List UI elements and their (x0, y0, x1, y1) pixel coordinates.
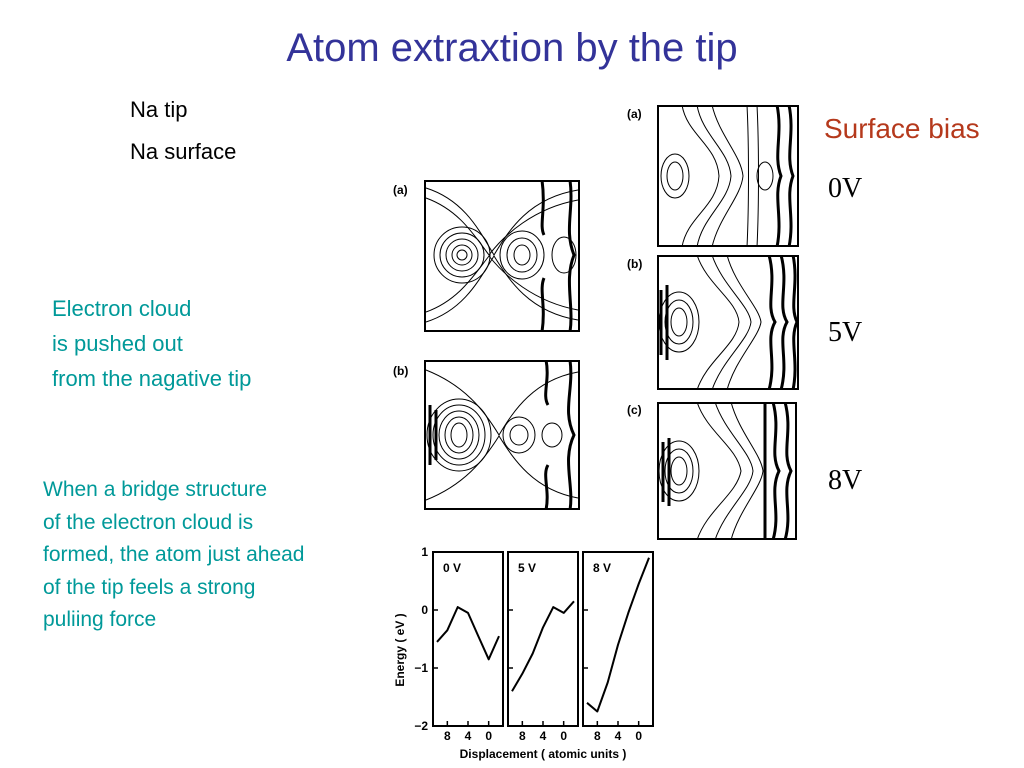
x-tick-label: 8 (444, 729, 451, 743)
left-panel-b-label: (b) (393, 364, 409, 378)
y-tick-label: 1 (421, 545, 428, 559)
contour-map-right-b (657, 255, 799, 390)
legend-na-surface: Na surface (130, 139, 237, 164)
x-tick-label: 0 (560, 729, 567, 743)
energy-curve (436, 606, 500, 661)
legend-na-tip: Na tip (130, 97, 188, 122)
contour-map-right-a (657, 105, 799, 247)
contour-map-left-b (424, 360, 580, 510)
plot-frame (507, 551, 579, 727)
x-axis-label: Displacement ( atomic units ) (460, 747, 627, 761)
y-axis-label: Energy ( eV ) (393, 613, 407, 686)
note-cloud-line-1: Electron cloud (52, 296, 192, 321)
contour-map-right-c (657, 402, 797, 540)
energy-curve (511, 600, 575, 692)
note-bridge-line-3: formed, the atom just ahead (43, 543, 305, 566)
x-tick-label: 0 (485, 729, 492, 743)
note-bridge-structure: When a bridge structure of the electron … (43, 474, 305, 637)
plot-frame (432, 551, 504, 727)
x-tick-label: 8 (594, 729, 601, 743)
x-tick-label: 4 (465, 729, 472, 743)
left-panel-a-label: (a) (393, 183, 408, 197)
x-tick-label: 4 (540, 729, 547, 743)
x-tick-label: 8 (519, 729, 526, 743)
panel-bias-label: 5 V (518, 561, 536, 575)
y-tick-label: 0 (421, 603, 428, 617)
surface-bias-label: Surface bias (824, 113, 980, 144)
energy-curve (586, 557, 650, 713)
bias-8v: 8V (828, 465, 863, 496)
right-panel-c-label: (c) (627, 403, 642, 417)
note-bridge-line-2: of the electron cloud is (43, 510, 254, 534)
panel-bias-label: 8 V (593, 561, 611, 575)
bias-5v: 5V (828, 317, 863, 348)
right-panel-b-label: (b) (627, 257, 643, 271)
note-cloud-line-2: is pushed out (52, 331, 183, 356)
x-tick-label: 0 (635, 729, 642, 743)
note-bridge-line-5: puliing force (43, 608, 157, 631)
y-tick-label: −1 (414, 661, 428, 675)
note-bridge-line-1: When a bridge structure (43, 478, 268, 501)
x-tick-label: 4 (615, 729, 622, 743)
note-bridge-line-4: of the tip feels a strong (43, 575, 256, 599)
note-electron-cloud: Electron cloud is pushed out from the na… (52, 291, 251, 396)
y-tick-label: −2 (414, 719, 428, 733)
panel-bias-label: 0 V (443, 561, 461, 575)
plot-frame (582, 551, 654, 727)
slide-title: Atom extraxtion by the tip (286, 26, 738, 70)
energy-chart: Energy ( eV ) Displacement ( atomic unit… (393, 545, 654, 761)
contour-map-left-a (424, 180, 580, 332)
right-panel-a-label: (a) (627, 107, 642, 121)
bias-0v: 0V (828, 173, 863, 204)
note-cloud-line-3: from the nagative tip (52, 366, 252, 391)
